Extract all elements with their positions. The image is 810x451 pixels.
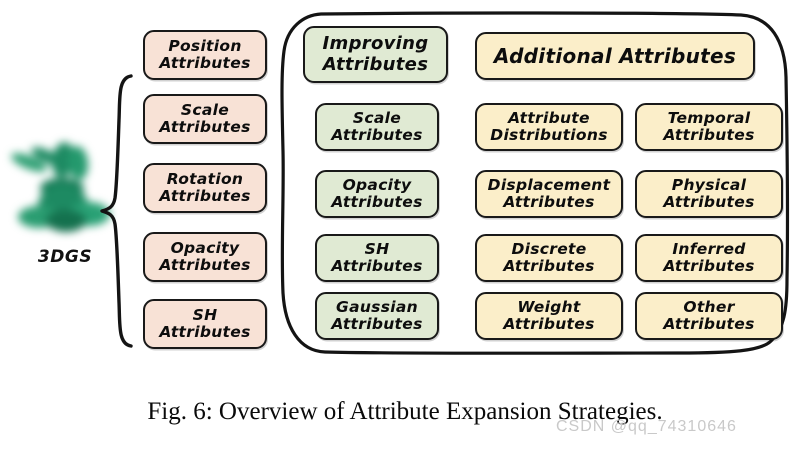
box-line-2: Attributes xyxy=(159,118,251,136)
box-line-1: Attribute xyxy=(508,108,590,127)
additional-box-temporal-attributes[interactable]: Temporal Attributes xyxy=(635,103,783,151)
box-line-1: Other xyxy=(683,297,735,316)
box-line-1: Physical xyxy=(671,175,747,194)
box-line-2: Attributes xyxy=(663,315,755,333)
box-line-2: Attributes xyxy=(503,315,595,333)
box-line-1: SH xyxy=(192,305,218,324)
box-line-2: Attributes xyxy=(663,193,755,211)
box-line-1: Displacement xyxy=(487,175,611,194)
additional-box-weight-attributes[interactable]: Weight Attributes xyxy=(475,292,623,340)
box-line-1: Opacity xyxy=(342,175,412,194)
box-line-2: Distributions xyxy=(490,126,608,144)
box-line-2: Attributes xyxy=(503,193,595,211)
box-line-1: Opacity xyxy=(170,238,240,257)
additional-box-inferred-attributes[interactable]: Inferred Attributes xyxy=(635,234,783,282)
box-line-2: Attributes xyxy=(331,315,423,333)
additional-box-physical-attributes[interactable]: Physical Attributes xyxy=(635,170,783,218)
box-line-2: Attributes xyxy=(331,257,423,275)
box-line-2: Attributes xyxy=(159,187,251,205)
box-line-2: Attributes xyxy=(159,323,251,341)
header-line-1: Improving xyxy=(322,33,429,55)
box-line-1: Scale xyxy=(352,108,402,127)
additional-box-other-attributes[interactable]: Other Attributes xyxy=(635,292,783,340)
improving-box-gaussian[interactable]: Gaussian Attributes xyxy=(315,292,439,340)
attribute-box-scale[interactable]: Scale Attributes xyxy=(143,94,267,144)
improving-box-opacity[interactable]: Opacity Attributes xyxy=(315,170,439,218)
attribute-box-position[interactable]: Position Attributes xyxy=(143,30,267,80)
improving-box-scale[interactable]: Scale Attributes xyxy=(315,103,439,151)
header-improving-attributes[interactable]: Improving Attributes xyxy=(303,26,448,83)
box-line-2: Attributes xyxy=(331,193,423,211)
improving-box-sh[interactable]: SH Attributes xyxy=(315,234,439,282)
source-label-3dgs: 3DGS xyxy=(37,247,93,267)
box-line-1: Inferred xyxy=(672,239,746,258)
box-line-2: Attributes xyxy=(159,256,251,274)
box-line-2: Attributes xyxy=(159,54,251,72)
additional-box-discrete-attributes[interactable]: Discrete Attributes xyxy=(475,234,623,282)
figure-attribute-expansion-strategies: 3DGS Position Attributes Scale Attribute… xyxy=(6,11,791,356)
header-line-2: Attributes xyxy=(322,53,429,75)
box-line-2: Attributes xyxy=(331,126,423,144)
box-line-1: Position xyxy=(168,36,242,55)
box-line-1: Weight xyxy=(517,297,581,316)
box-line-1: Gaussian xyxy=(336,297,418,316)
additional-box-displacement-attributes[interactable]: Displacement Attributes xyxy=(475,170,623,218)
expansion-strategies-container xyxy=(279,11,791,356)
header-line-1: Additional Attributes xyxy=(493,43,737,68)
box-line-2: Attributes xyxy=(503,257,595,275)
box-line-1: Rotation xyxy=(166,169,244,188)
box-line-1: SH xyxy=(364,239,390,258)
header-additional-attributes[interactable]: Additional Attributes xyxy=(475,32,755,80)
box-line-2: Attributes xyxy=(663,257,755,275)
box-line-1: Temporal xyxy=(667,108,751,127)
box-line-1: Scale xyxy=(180,100,230,119)
grouping-brace xyxy=(98,72,138,350)
gaussian-splat-bunny-icon xyxy=(6,140,126,250)
attribute-box-opacity[interactable]: Opacity Attributes xyxy=(143,232,267,282)
box-line-2: Attributes xyxy=(663,126,755,144)
figure-caption: Fig. 6: Overview of Attribute Expansion … xyxy=(147,398,663,425)
additional-box-attribute-distributions[interactable]: Attribute Distributions xyxy=(475,103,623,151)
box-line-1: Discrete xyxy=(511,239,587,258)
attribute-box-sh[interactable]: SH Attributes xyxy=(143,299,267,349)
attribute-box-rotation[interactable]: Rotation Attributes xyxy=(143,163,267,213)
